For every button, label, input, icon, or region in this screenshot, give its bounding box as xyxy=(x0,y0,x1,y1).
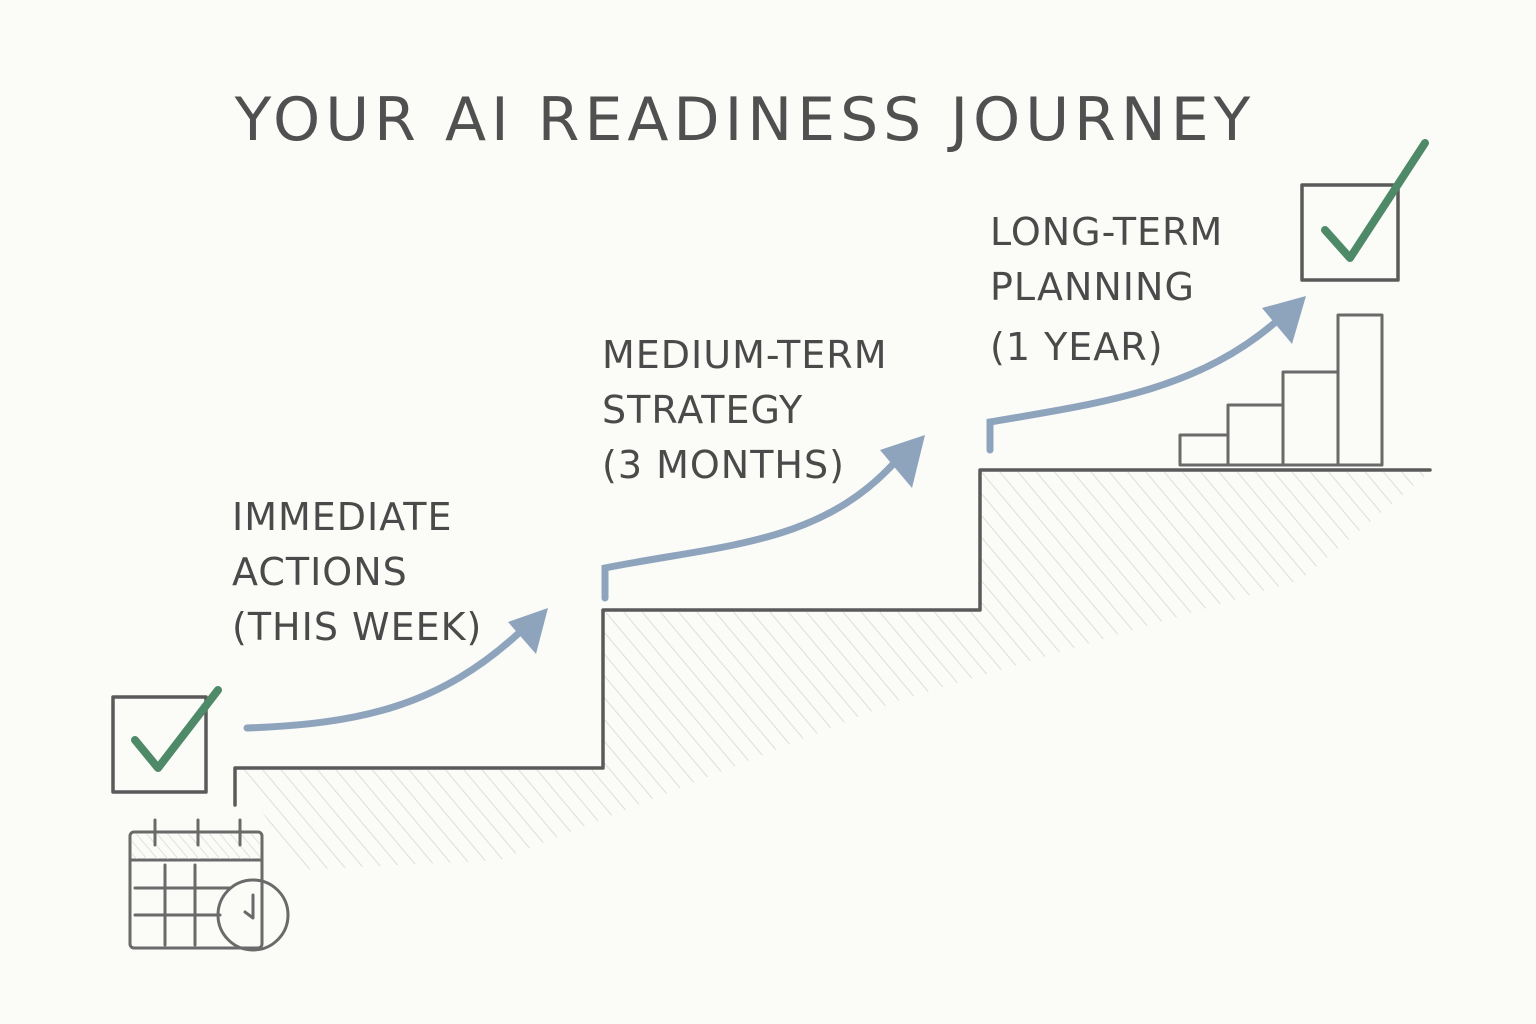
stair-shading xyxy=(235,472,1430,870)
arrow-step-2 xyxy=(601,435,925,602)
growth-bars-icon xyxy=(1178,313,1384,467)
arrow-step-1 xyxy=(243,608,548,732)
svg-text:IMMEDIATE: IMMEDIATE xyxy=(232,495,453,539)
checkbox-goal-icon xyxy=(1300,139,1429,282)
svg-text:(3 MONTHS): (3 MONTHS) xyxy=(602,443,845,487)
page-title: YOUR AI READINESS JOURNEY xyxy=(234,85,1256,155)
svg-text:(1 YEAR): (1 YEAR) xyxy=(990,325,1164,369)
step-label-immediate: IMMEDIATE ACTIONS (THIS WEEK) xyxy=(232,495,482,649)
checkbox-start-icon xyxy=(111,686,222,794)
svg-text:STRATEGY: STRATEGY xyxy=(602,388,803,432)
staircase xyxy=(233,468,1432,807)
step-label-long-term: LONG-TERM PLANNING (1 YEAR) xyxy=(990,210,1223,369)
svg-text:(THIS WEEK): (THIS WEEK) xyxy=(232,605,482,649)
step-label-medium-term: MEDIUM-TERM STRATEGY (3 MONTHS) xyxy=(602,333,888,487)
arrow-step-3 xyxy=(986,296,1306,454)
calendar-clock-icon xyxy=(128,818,290,952)
svg-text:LONG-TERM: LONG-TERM xyxy=(990,210,1223,254)
svg-text:ACTIONS: ACTIONS xyxy=(232,550,408,594)
svg-text:PLANNING: PLANNING xyxy=(990,265,1195,309)
svg-text:MEDIUM-TERM: MEDIUM-TERM xyxy=(602,333,888,377)
